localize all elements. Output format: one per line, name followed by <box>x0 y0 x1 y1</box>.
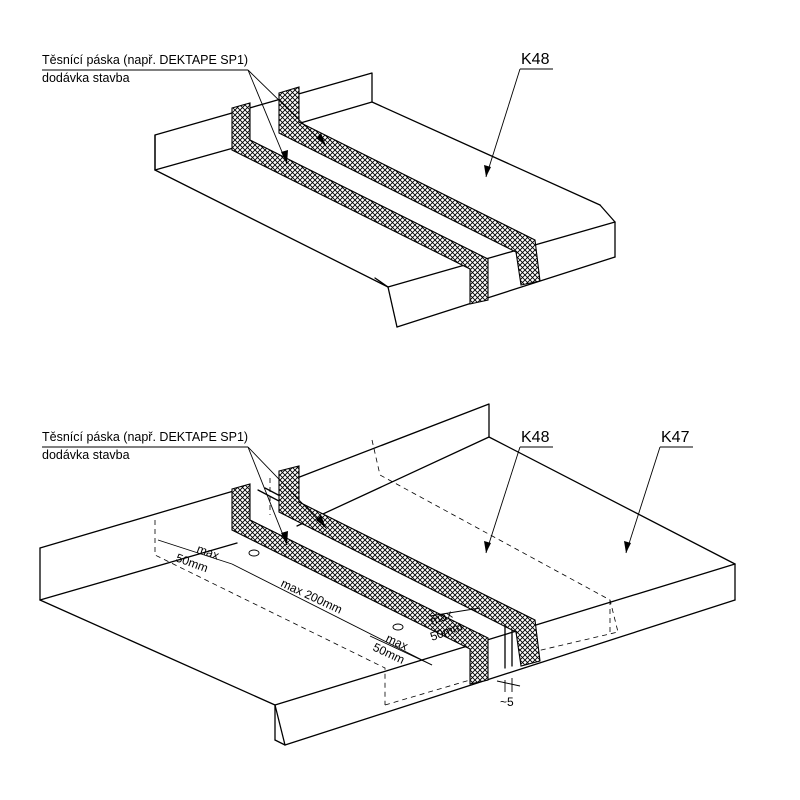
bottom-tape-leader <box>42 446 327 546</box>
dim-max-200: max 200mm <box>279 576 345 617</box>
bottom-part-label-k48: K48 <box>521 429 550 446</box>
bottom-tape-label-line2: dodávka stavba <box>42 448 130 462</box>
screw-2 <box>392 623 404 631</box>
top-k48-leader <box>484 68 553 178</box>
bottom-k48-leader <box>484 446 553 554</box>
bottom-part-label-k47: K47 <box>661 429 690 446</box>
top-sheet <box>154 72 616 328</box>
top-tape-label-line2: dodávka stavba <box>42 71 130 85</box>
dim-gap: ~5 <box>500 695 514 709</box>
bottom-tape-label-line1: Těsnící páska (např. DEKTAPE SP1) <box>42 430 248 444</box>
top-tape-leader <box>42 69 327 165</box>
bottom-detail: max 50mm max 200mm max 50mm max 50mm ~5 … <box>39 403 736 746</box>
screw-1 <box>248 549 260 557</box>
top-tape-right <box>278 86 541 286</box>
bottom-sheet <box>39 403 736 746</box>
top-tape-label-line1: Těsnící páska (např. DEKTAPE SP1) <box>42 53 248 67</box>
bottom-tape-left <box>231 483 489 685</box>
bottom-tape-right <box>278 465 541 667</box>
top-tape-left <box>231 102 489 305</box>
top-detail: Těsnící páska (např. DEKTAPE SP1) dodávk… <box>42 51 616 328</box>
bottom-dimensions <box>157 539 521 692</box>
top-part-label-k48: K48 <box>521 51 550 68</box>
bottom-k47-leader <box>624 446 693 554</box>
